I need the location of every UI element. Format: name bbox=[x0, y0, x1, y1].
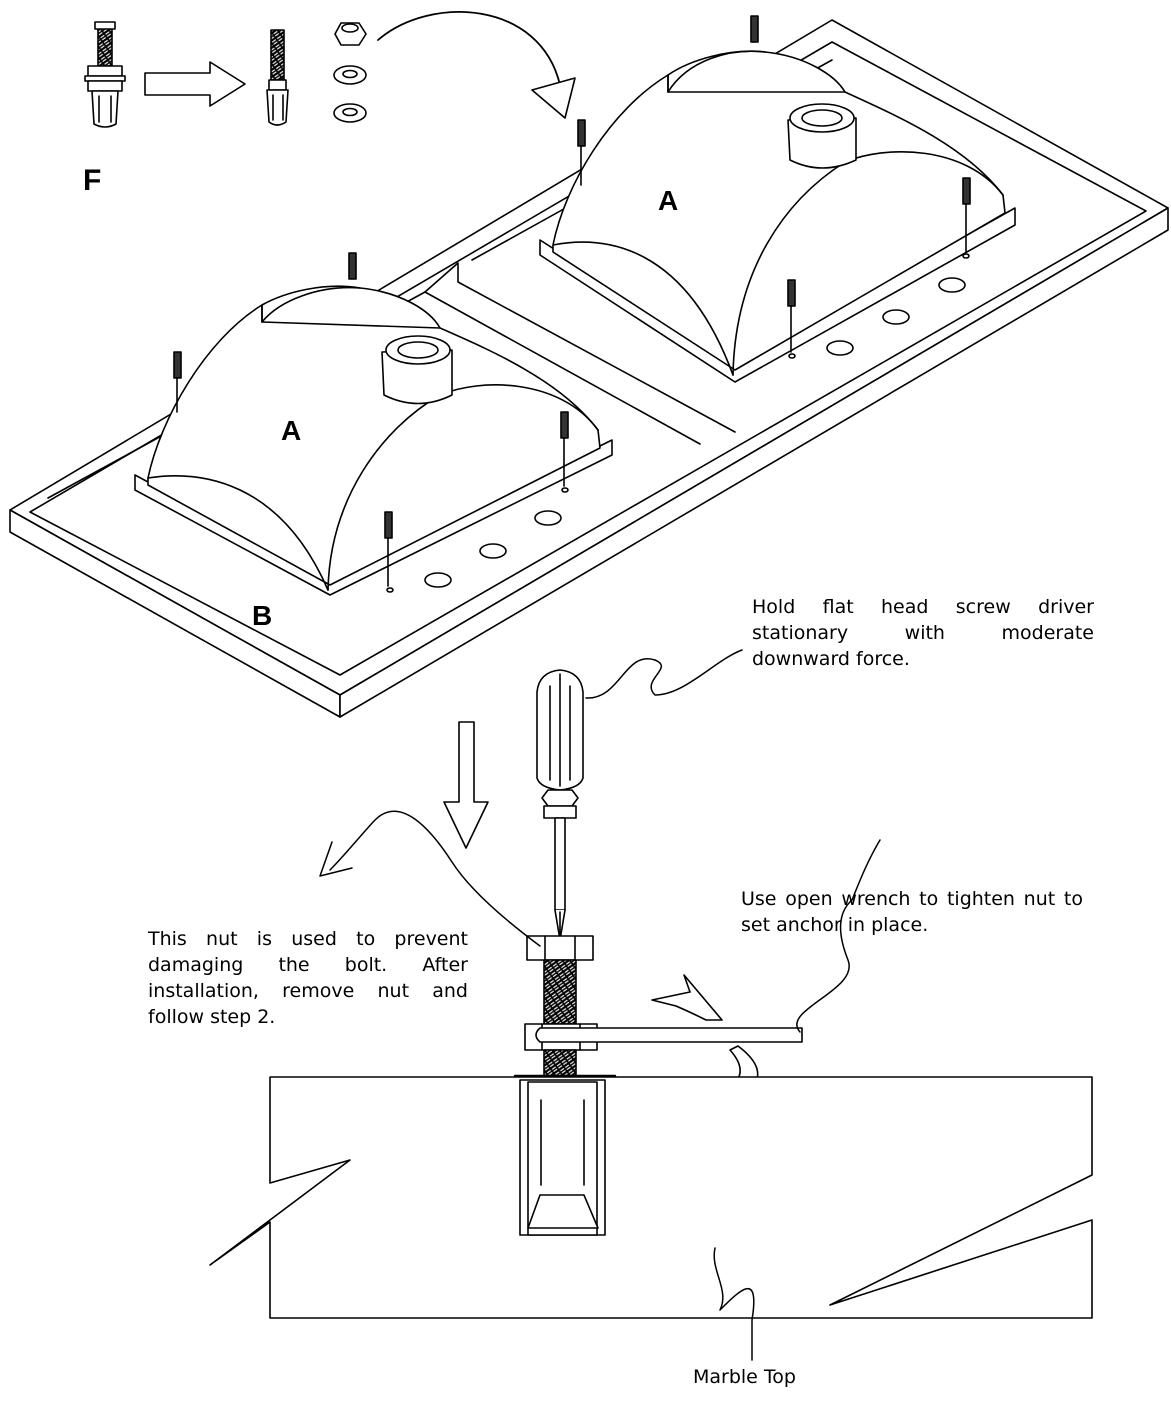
label-f: F bbox=[83, 164, 101, 197]
note-screwdriver: Hold flat head screw driver stationary w… bbox=[752, 596, 1094, 670]
thread-lower bbox=[543, 1049, 577, 1077]
anchor-bolt bbox=[750, 15, 759, 43]
screwdriver bbox=[536, 669, 584, 941]
down-arrow bbox=[443, 721, 489, 849]
sink-bowl-left bbox=[134, 285, 613, 596]
anchor-bolt bbox=[560, 411, 569, 487]
label-countertop: B bbox=[252, 600, 272, 631]
wrench-leader bbox=[796, 839, 881, 1033]
anchor-bolt bbox=[787, 279, 796, 353]
anchor-bolt-bare bbox=[266, 29, 289, 126]
label-sink-right: A bbox=[658, 185, 678, 216]
marble-leader bbox=[713, 1247, 755, 1361]
washer-part bbox=[333, 65, 367, 123]
marble-top-label: Marble Top bbox=[693, 1366, 796, 1388]
threaded-bolt bbox=[543, 959, 577, 1025]
nut-note-leader bbox=[329, 810, 541, 947]
anchor-bolt bbox=[348, 252, 357, 280]
screwdriver-leader bbox=[585, 649, 743, 699]
nut-note-arrowhead bbox=[319, 841, 353, 877]
anchor-bolt-assembled bbox=[84, 21, 126, 128]
curved-arrow-to-sink bbox=[377, 11, 576, 119]
protective-nut bbox=[526, 935, 594, 961]
note-nut: This nut is used to prevent damaging the… bbox=[148, 928, 468, 1028]
anchor-bolt bbox=[384, 511, 393, 587]
hex-nut-part bbox=[334, 22, 367, 46]
anchor-bolt bbox=[173, 351, 182, 413]
anchor-bolt bbox=[962, 177, 971, 253]
transform-arrow bbox=[144, 61, 246, 107]
label-sink-left: A bbox=[281, 415, 301, 446]
open-wrench bbox=[535, 1027, 803, 1043]
rotation-arrow-upper bbox=[651, 974, 723, 1021]
note-wrench: Use open wrench to tighten nut to set an… bbox=[741, 888, 1083, 936]
anchor-bolts bbox=[173, 15, 971, 587]
marble-top-section bbox=[209, 1074, 1093, 1319]
anchor-bolt bbox=[577, 119, 586, 186]
sink-bowl-right bbox=[539, 50, 1016, 383]
